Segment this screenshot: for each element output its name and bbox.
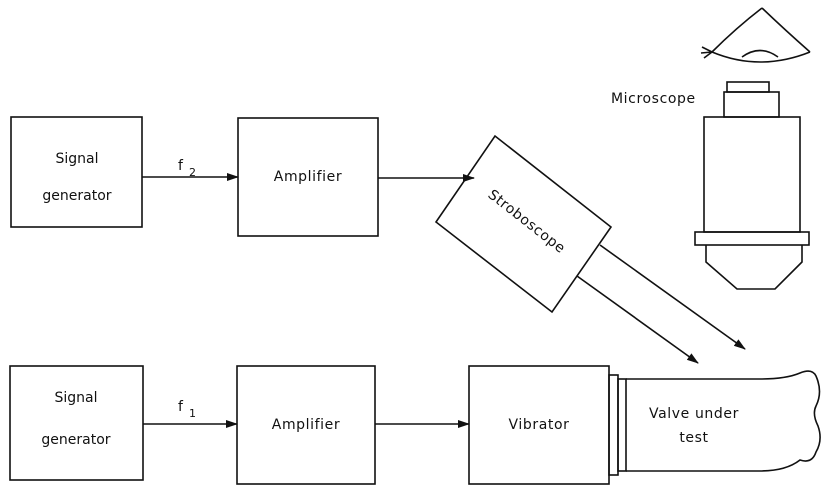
f1-symbol: f bbox=[178, 399, 184, 415]
signal-generator-top-line1: Signal bbox=[55, 151, 98, 167]
signal-generator-bottom: Signal generator bbox=[9, 365, 144, 481]
amplifier-bottom: Amplifier bbox=[236, 365, 376, 485]
microscope-label: Microscope bbox=[611, 91, 696, 107]
signal-generator-top-line2: generator bbox=[42, 188, 111, 204]
vibrator: Vibrator bbox=[468, 365, 610, 485]
vibrator-plate-outer bbox=[608, 374, 619, 476]
f2-subscript: 2 bbox=[189, 166, 196, 179]
stroboscope-label: Stroboscope bbox=[485, 187, 569, 257]
signal-generator-bottom-line2: generator bbox=[41, 432, 110, 448]
valve-label-line2: test bbox=[679, 430, 708, 446]
amplifier-top: Amplifier bbox=[237, 117, 379, 237]
amplifier-top-label: Amplifier bbox=[274, 169, 342, 185]
f2-symbol: f bbox=[178, 158, 184, 174]
signal-label-f1: f 1 bbox=[178, 399, 196, 420]
light-beam-upper bbox=[599, 244, 746, 350]
signal-label-f2: f 2 bbox=[178, 158, 196, 179]
eye-icon bbox=[700, 7, 811, 63]
signal-generator-bottom-line1: Signal bbox=[54, 390, 97, 406]
light-beam-lower bbox=[576, 275, 699, 364]
vibrator-label: Vibrator bbox=[509, 417, 570, 433]
stroboscope: Stroboscope bbox=[434, 134, 613, 314]
vibrator-plate-inner bbox=[617, 378, 627, 472]
f1-subscript: 1 bbox=[189, 407, 196, 420]
amplifier-bottom-label: Amplifier bbox=[272, 417, 340, 433]
valve-label-line1: Valve under bbox=[649, 406, 739, 422]
microscope bbox=[694, 81, 810, 290]
valve-under-test: Valve under test bbox=[626, 370, 821, 472]
signal-generator-top: Signal generator bbox=[10, 116, 143, 228]
